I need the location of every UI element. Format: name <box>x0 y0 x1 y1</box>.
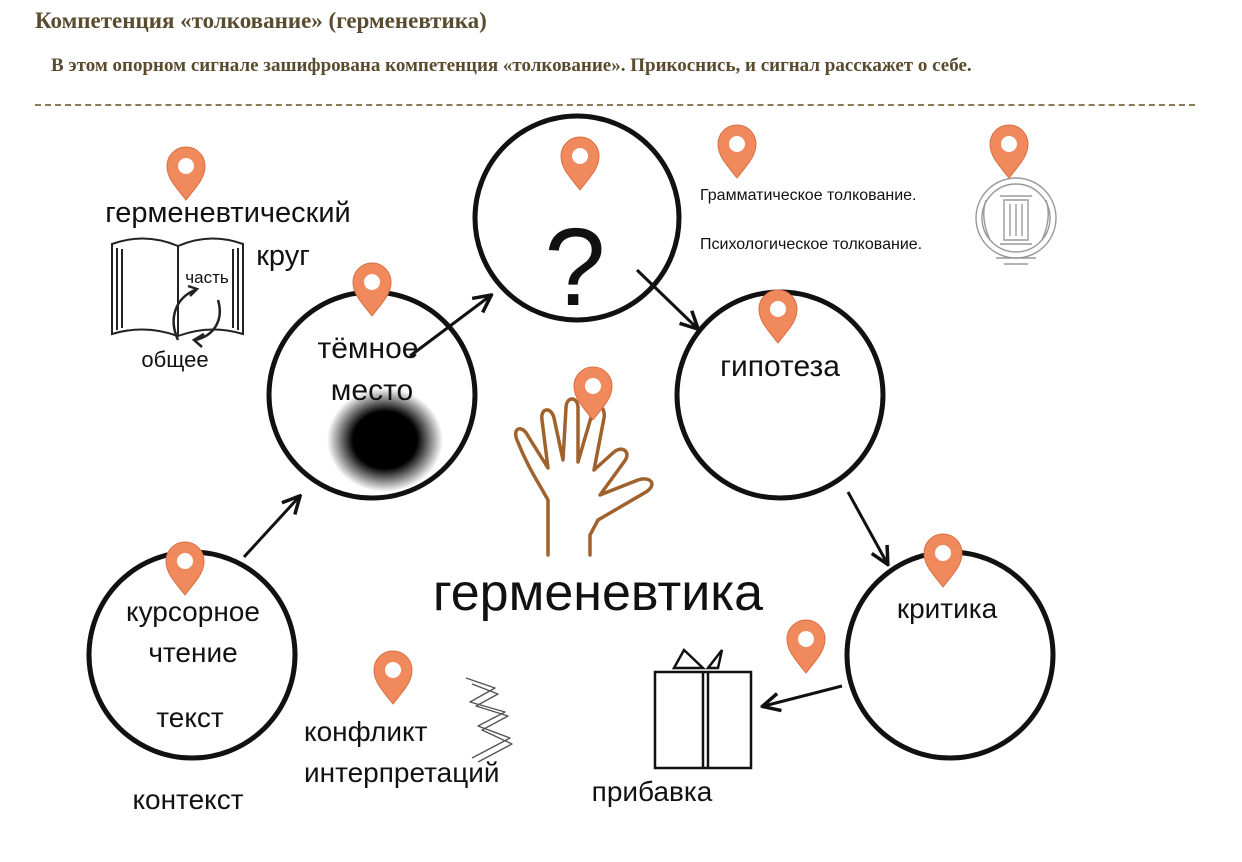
conflict-line2: интерпретаций <box>304 757 500 788</box>
arrow-reading-to-dark <box>242 497 299 559</box>
hermeneutic-circle-line2: круг <box>256 240 310 272</box>
hand-icon <box>514 397 654 557</box>
header-separator <box>35 104 1195 106</box>
dark-place-line1: тёмное <box>318 332 419 365</box>
reading-line1: курсорное <box>126 596 260 627</box>
question-mark: ? <box>544 206 605 329</box>
reading-line2: чтение <box>148 637 237 668</box>
arrow-question-to-hypothesis <box>635 268 697 328</box>
location-pin-icon[interactable] <box>165 541 205 596</box>
hermeneutic-circle-line1: герменевтический <box>105 197 350 229</box>
location-pin-icon[interactable] <box>352 262 392 317</box>
lightning-icon <box>465 677 513 763</box>
location-pin-icon[interactable] <box>373 650 413 705</box>
dark-place-line2: место <box>331 374 413 407</box>
location-pin-icon[interactable] <box>560 136 600 191</box>
gift-icon <box>653 647 753 770</box>
location-pin-icon[interactable] <box>717 124 757 179</box>
conflict-line1: конфликт <box>304 716 428 747</box>
circle-question[interactable] <box>472 113 682 323</box>
arrow-hypothesis-to-criticism <box>846 491 887 563</box>
center-label: герменевтика <box>433 564 763 622</box>
circle-criticism[interactable] <box>844 549 1056 761</box>
location-pin-icon[interactable] <box>786 619 826 674</box>
page-title: Компетенция «толкование» (герменевтика) <box>35 8 487 33</box>
whole-label: общее <box>141 347 208 372</box>
seal-icon <box>975 177 1057 265</box>
location-pin-icon[interactable] <box>758 289 798 344</box>
criticism-label: критика <box>897 593 998 624</box>
arrow-dark-to-question <box>409 296 490 358</box>
hypothesis-label: гипотеза <box>720 350 840 383</box>
page-subtitle: В этом опорном сигнале зашифрована компе… <box>51 55 972 76</box>
location-pin-icon[interactable] <box>923 533 963 588</box>
psychological-label: Психологическое толкование. <box>700 236 922 253</box>
book-icon <box>111 237 244 348</box>
reading-line3: текст <box>156 702 224 733</box>
location-pin-icon[interactable] <box>989 124 1029 179</box>
dark-spot <box>327 388 443 492</box>
context-label: контекст <box>132 784 243 815</box>
addition-label: прибавка <box>592 776 713 807</box>
location-pin-icon[interactable] <box>166 146 206 201</box>
part-label: часть <box>185 268 229 287</box>
arrow-criticism-to-addition <box>764 684 843 706</box>
grammatical-label: Грамматическое толкование. <box>700 187 916 204</box>
